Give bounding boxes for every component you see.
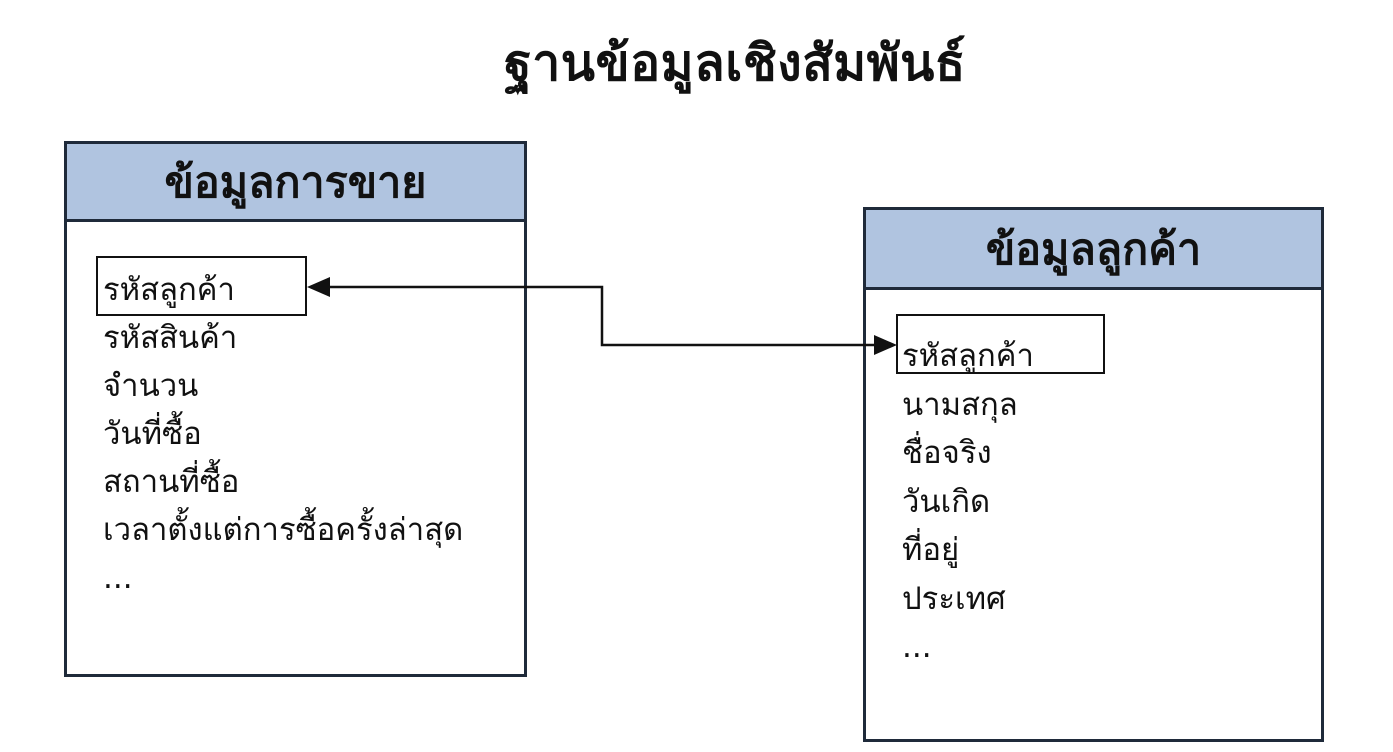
sales-field-quantity: จำนวน (103, 368, 199, 404)
page-title: ฐานข้อมูลเชิงสัมพันธ์ (504, 34, 966, 92)
sales-field-purchase-place: สถานที่ซื้อ (103, 464, 240, 500)
sales-table: ข้อมูลการขาย รหัสลูกค้า รหัสสินค้า จำนวน… (64, 141, 527, 677)
customer-key-highlight-box (896, 314, 1105, 374)
sales-field-time-since-last-purchase: เวลาตั้งแต่การซื้อครั้งล่าสุด (103, 512, 464, 548)
customer-table: ข้อมูลลูกค้า รหัสลูกค้า นามสกุล ชื่อจริง… (863, 207, 1324, 742)
customer-field-country: ประเทศ (902, 580, 1006, 617)
sales-key-highlight-box (96, 256, 307, 316)
customer-field-first-name: ชื่อจริง (902, 435, 992, 471)
customer-field-list: รหัสลูกค้า นามสกุล ชื่อจริง วันเกิด ที่อ… (902, 332, 1034, 672)
sales-field-list: รหัสลูกค้า รหัสสินค้า จำนวน วันที่ซื้อ ส… (103, 266, 463, 602)
customer-field-customer-id: รหัสลูกค้า (902, 338, 1034, 374)
sales-field-ellipsis: ... (103, 560, 133, 596)
customer-table-header: ข้อมูลลูกค้า (866, 210, 1321, 290)
sales-field-purchase-date: วันที่ซื้อ (103, 416, 202, 452)
sales-field-customer-id: รหัสลูกค้า (103, 272, 235, 308)
sales-table-header: ข้อมูลการขาย (67, 144, 524, 222)
sales-field-product-id: รหัสสินค้า (103, 320, 238, 356)
customer-field-address: ที่อยู่ (902, 532, 960, 568)
customer-field-last-name: นามสกุล (902, 386, 1018, 423)
customer-field-ellipsis: ... (902, 629, 932, 665)
customer-field-birth-date: วันเกิด (902, 483, 991, 520)
